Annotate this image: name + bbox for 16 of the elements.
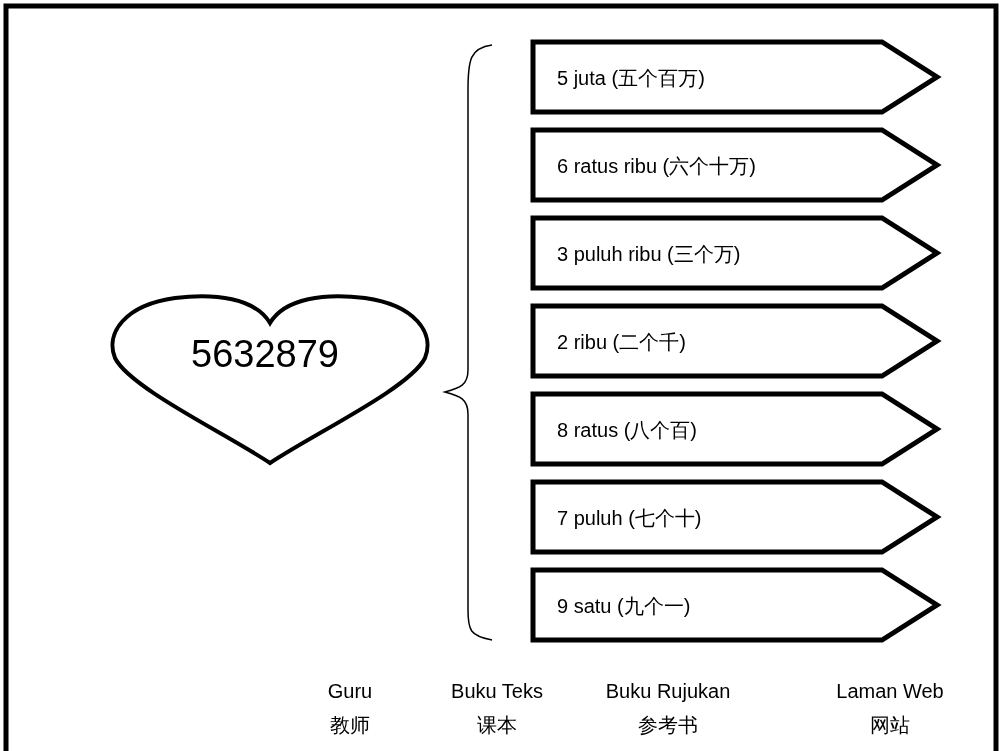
source-label: Buku Teks xyxy=(451,680,543,703)
place-value-text: 9 satu (九个一) xyxy=(557,594,691,619)
place-value-text: 5 juta (五个百万) xyxy=(557,66,705,91)
place-value-text: 8 ratus (八个百) xyxy=(557,418,698,443)
source-label-chinese: 参考书 xyxy=(638,713,698,738)
source-label: Laman Web xyxy=(836,680,944,703)
source-label: Guru xyxy=(327,680,373,703)
source-label: Buku Rujukan xyxy=(605,680,731,703)
place-value-text: 3 puluh ribu (三个万) xyxy=(557,242,741,267)
source-label-chinese: 课本 xyxy=(477,713,517,738)
place-value-text: 7 puluh (七个十) xyxy=(557,506,702,531)
number-text: 5632879 xyxy=(190,333,340,376)
place-value-text: 6 ratus ribu (六个十万) xyxy=(557,154,756,179)
source-label-chinese: 网站 xyxy=(870,713,910,738)
place-value-text: 2 ribu (二个千) xyxy=(557,330,686,355)
source-label-chinese: 教师 xyxy=(330,713,370,738)
